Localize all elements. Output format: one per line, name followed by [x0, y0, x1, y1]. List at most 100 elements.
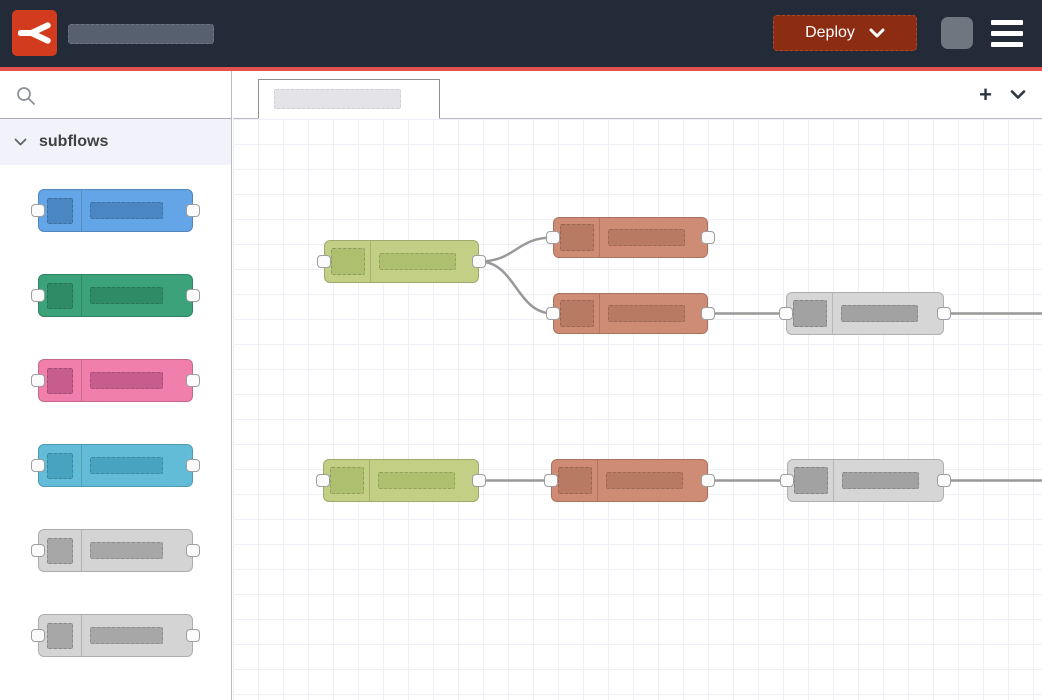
- header-title-placeholder: [68, 24, 214, 44]
- node-icon-region: [788, 460, 834, 501]
- input-port[interactable]: [31, 204, 45, 217]
- node-label-placeholder: [90, 287, 163, 304]
- node-icon-region: [39, 530, 82, 571]
- node-label-placeholder: [379, 253, 456, 270]
- palette-node-green-subflow[interactable]: [31, 274, 200, 317]
- header-accent-line: [0, 67, 1042, 71]
- palette-sidebar: subflows: [0, 71, 232, 700]
- node-icon: [559, 224, 594, 251]
- output-port[interactable]: [186, 629, 200, 642]
- node-red-logo-icon[interactable]: [12, 10, 57, 56]
- add-flow-icon[interactable]: +: [979, 82, 992, 107]
- input-port[interactable]: [780, 474, 794, 487]
- node-icon-region: [39, 275, 82, 316]
- palette-node-pink-subflow[interactable]: [31, 359, 200, 402]
- output-port[interactable]: [937, 307, 951, 320]
- flow-list-chevron-down-icon[interactable]: [1010, 90, 1026, 100]
- wire-n1-n3[interactable]: [478, 260, 554, 315]
- node-icon-region: [552, 460, 598, 501]
- node-label-placeholder: [90, 457, 163, 474]
- node-label-placeholder: [90, 372, 163, 389]
- flow-tabbar: +: [233, 71, 1042, 119]
- user-avatar[interactable]: [941, 17, 973, 49]
- palette-category-subflows[interactable]: subflows: [0, 119, 231, 165]
- output-port[interactable]: [186, 374, 200, 387]
- chevron-down-icon[interactable]: [869, 28, 885, 39]
- deploy-button[interactable]: Deploy: [773, 15, 917, 51]
- flow-node-gray-node[interactable]: [779, 292, 951, 335]
- output-port[interactable]: [701, 231, 715, 244]
- node-icon: [47, 282, 73, 309]
- node-icon: [330, 248, 365, 275]
- node-icon-region: [39, 445, 82, 486]
- node-label-placeholder: [90, 202, 163, 219]
- palette-node-gray-subflow[interactable]: [31, 529, 200, 572]
- output-port[interactable]: [701, 307, 715, 320]
- node-icon-region: [39, 190, 82, 231]
- node-label-placeholder: [841, 305, 918, 322]
- input-port[interactable]: [31, 629, 45, 642]
- input-port[interactable]: [546, 307, 560, 320]
- output-port[interactable]: [472, 474, 486, 487]
- output-port[interactable]: [937, 474, 951, 487]
- flow-node-salmon-node[interactable]: [546, 293, 715, 334]
- palette-node-blue-subflow[interactable]: [31, 189, 200, 232]
- node-icon: [47, 197, 73, 224]
- output-port[interactable]: [186, 289, 200, 302]
- palette-node-list: [0, 165, 231, 700]
- input-port[interactable]: [31, 289, 45, 302]
- node-label-placeholder: [90, 542, 163, 559]
- node-icon: [792, 300, 827, 327]
- node-icon-region: [324, 460, 370, 501]
- node-icon-region: [554, 218, 600, 257]
- hamburger-menu-icon[interactable]: [991, 20, 1023, 47]
- search-icon: [17, 87, 35, 105]
- header-bar: Deploy: [0, 0, 1042, 67]
- output-port[interactable]: [472, 255, 486, 268]
- node-icon-region: [39, 360, 82, 401]
- wire-n1-n2[interactable]: [478, 236, 554, 263]
- node-icon-region: [787, 293, 833, 334]
- flow-node-olive-node[interactable]: [317, 240, 486, 283]
- chevron-down-icon: [14, 138, 27, 145]
- deploy-button-label: Deploy: [805, 24, 855, 41]
- input-port[interactable]: [317, 255, 331, 268]
- node-icon: [557, 467, 592, 494]
- node-label-placeholder: [842, 472, 919, 489]
- palette-search[interactable]: [0, 71, 231, 119]
- node-icon: [47, 452, 73, 479]
- palette-node-teal-subflow[interactable]: [31, 444, 200, 487]
- node-icon: [793, 467, 828, 494]
- node-icon-region: [39, 615, 82, 656]
- node-icon: [47, 622, 73, 649]
- node-icon: [329, 467, 364, 494]
- input-port[interactable]: [31, 374, 45, 387]
- output-port[interactable]: [186, 544, 200, 557]
- flow-node-olive-node[interactable]: [316, 459, 486, 502]
- node-icon: [47, 367, 73, 394]
- wire-layer: [478, 236, 1042, 482]
- input-port[interactable]: [546, 231, 560, 244]
- flow-node-salmon-node[interactable]: [546, 217, 715, 258]
- flow-node-gray-node[interactable]: [780, 459, 951, 502]
- input-port[interactable]: [31, 459, 45, 472]
- node-label-placeholder: [606, 472, 683, 489]
- node-icon: [47, 537, 73, 564]
- input-port[interactable]: [31, 544, 45, 557]
- input-port[interactable]: [544, 474, 558, 487]
- node-icon-region: [554, 294, 600, 333]
- flow-canvas[interactable]: [233, 119, 1042, 700]
- input-port[interactable]: [779, 307, 793, 320]
- input-port[interactable]: [316, 474, 330, 487]
- output-port[interactable]: [186, 204, 200, 217]
- flow-node-salmon-node[interactable]: [544, 459, 715, 502]
- palette-category-label: subflows: [39, 133, 109, 150]
- node-icon-region: [325, 241, 371, 282]
- node-label-placeholder: [608, 229, 685, 246]
- output-port[interactable]: [701, 474, 715, 487]
- output-port[interactable]: [186, 459, 200, 472]
- node-label-placeholder: [378, 472, 455, 489]
- flow-tab[interactable]: [258, 79, 440, 119]
- node-icon: [559, 300, 594, 327]
- palette-node-gray-subflow[interactable]: [31, 614, 200, 657]
